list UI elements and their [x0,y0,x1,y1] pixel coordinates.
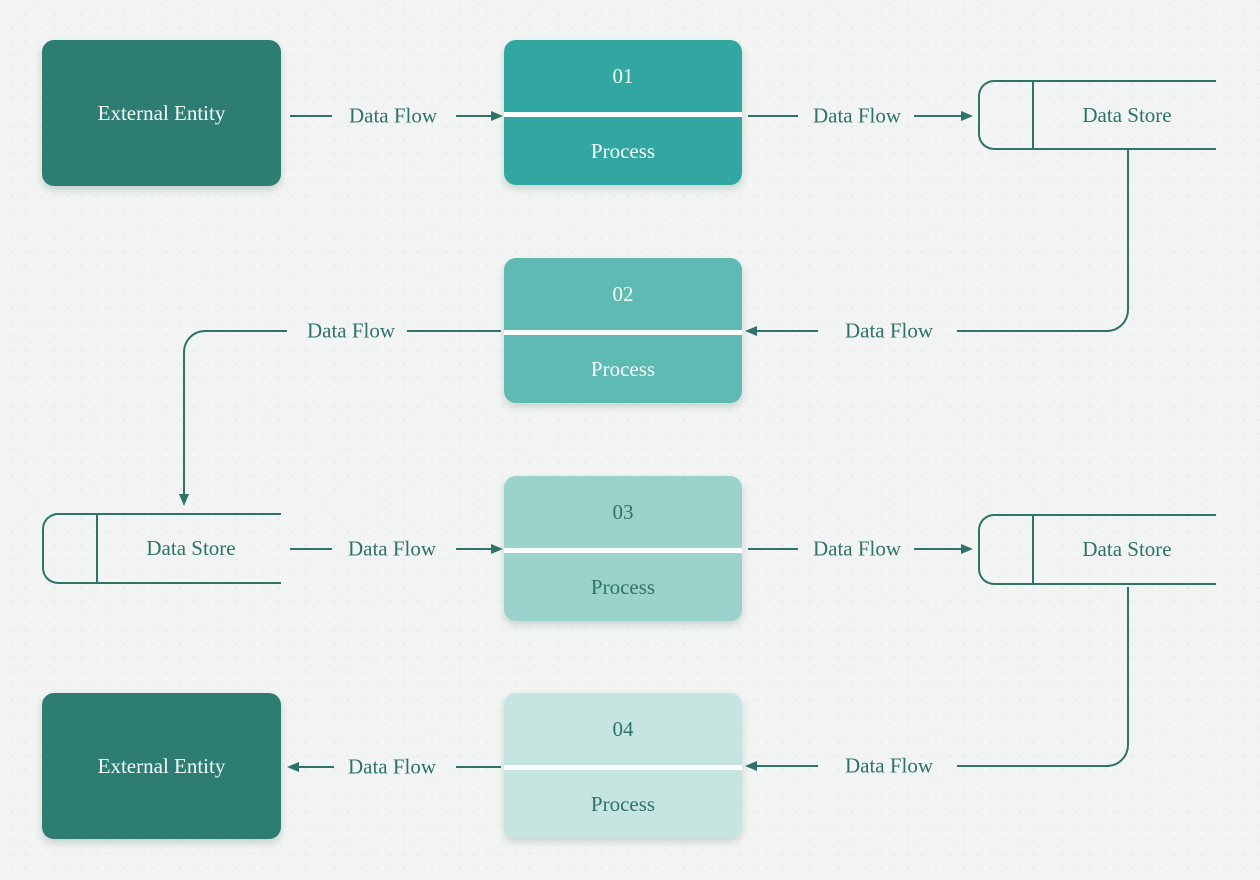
flow-entity1-process1-label: Data Flow [348,103,438,128]
process-02-label: Process [590,356,656,381]
flow-process4-entity2-label: Data Flow [347,754,437,779]
flow-store1-process2-line-right [957,330,1109,332]
flow-store3-process4-line-down [1127,587,1129,745]
flow-process2-store2-arrow-icon [179,494,189,506]
data-store-1-divider [1032,82,1034,148]
process-01-label: Process [590,138,656,163]
flow-store1-process2-line-down [1127,150,1129,310]
process-01-number: 01 [612,63,634,88]
flow-process3-store3-line-right [914,548,962,550]
flow-process1-store1-line-right [914,115,962,117]
process-04-label: Process [590,791,656,816]
flow-store3-process4-label: Data Flow [844,753,934,778]
process-03-number: 03 [612,499,634,524]
process-01[interactable]: 01 Process [504,40,742,185]
flow-process1-store1-label: Data Flow [812,103,902,128]
data-store-2[interactable]: Data Store [42,513,281,584]
process-01-divider [504,112,742,117]
flow-process4-entity2-line-left [298,766,334,768]
flow-process3-store3-line-left [748,548,798,550]
flow-process1-store1-line-left [748,115,798,117]
flow-process2-store2-corner [183,330,205,352]
flow-store2-process3-line-left [290,548,332,550]
flow-process4-entity2-arrow-icon [287,762,299,772]
flow-process4-entity2-line-right [456,766,501,768]
flow-store2-process3-line-right [456,548,492,550]
external-entity-1-label: External Entity [97,100,226,125]
process-02[interactable]: 02 Process [504,258,742,403]
process-04[interactable]: 04 Process [504,693,742,838]
flow-entity1-process1-line-right [456,115,492,117]
flow-store3-process4-corner [1107,745,1129,767]
flow-store2-process3-label: Data Flow [347,536,437,561]
flow-entity1-process1-line-left [290,115,332,117]
data-store-2-divider [96,515,98,582]
flow-process2-store2-line-right [407,330,501,332]
process-02-number: 02 [612,281,634,306]
flow-process2-store2-line-left [205,330,287,332]
process-03[interactable]: 03 Process [504,476,742,621]
data-store-3[interactable]: Data Store [978,514,1216,585]
flow-store1-process2-arrow-icon [745,326,757,336]
process-03-label: Process [590,574,656,599]
flow-store1-process2-label: Data Flow [844,318,934,343]
flow-store3-process4-line-left [756,765,818,767]
process-03-divider [504,548,742,553]
flow-store1-process2-corner [1107,310,1129,332]
flow-store3-process4-line-right [957,765,1109,767]
flow-entity1-process1-arrow-icon [491,111,503,121]
external-entity-2-label: External Entity [97,753,226,778]
flow-process1-store1-arrow-icon [961,111,973,121]
process-04-number: 04 [612,716,634,741]
external-entity-2[interactable]: External Entity [42,693,281,839]
data-store-1[interactable]: Data Store [978,80,1216,150]
flow-process3-store3-label: Data Flow [812,536,902,561]
flow-process2-store2-line-down [183,351,185,495]
data-store-3-divider [1032,516,1034,583]
data-store-2-label: Data Store [146,536,236,560]
data-store-3-label: Data Store [1082,537,1172,561]
flow-store3-process4-arrow-icon [745,761,757,771]
flow-store1-process2-line-left [756,330,818,332]
process-04-divider [504,765,742,770]
flow-store2-process3-arrow-icon [491,544,503,554]
flow-process3-store3-arrow-icon [961,544,973,554]
data-store-1-label: Data Store [1082,102,1172,127]
flow-process2-store2-label: Data Flow [306,318,396,343]
process-02-divider [504,330,742,335]
external-entity-1[interactable]: External Entity [42,40,281,186]
